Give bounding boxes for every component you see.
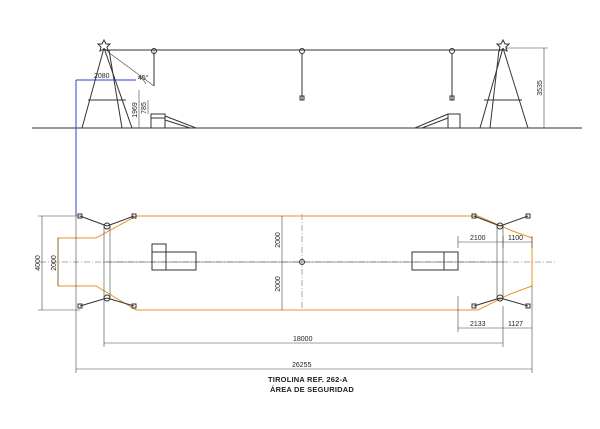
plan-right-top-a: 2100 <box>470 235 486 242</box>
caption-subtitle: ÁREA DE SEGURIDAD <box>270 385 354 394</box>
cable-pendant-center <box>299 48 305 101</box>
center-marker <box>299 259 305 265</box>
plan-view: 4000 2000 2000 2000 2100 1100 2133 1127 … <box>35 213 556 373</box>
launch-platform <box>150 113 197 129</box>
plan-half-lower: 2000 <box>275 276 282 292</box>
right-star-cap <box>495 38 511 52</box>
plan-width-total: 4000 <box>35 255 42 271</box>
right-frame-feet <box>471 213 531 309</box>
cable-pendant-right <box>449 48 455 101</box>
plan-right-top-b: 1100 <box>508 235 523 242</box>
plan-overall-length: 26255 <box>292 362 312 369</box>
safety-area-outline <box>57 215 533 311</box>
elev-angle-label: 45° <box>138 74 149 82</box>
elevation-view: 2080 45° 1969 785 3535 <box>32 38 582 129</box>
elev-total-height: 3535 <box>537 80 544 96</box>
landing-ramp <box>414 113 461 129</box>
left-star-cap <box>96 38 112 52</box>
plan-launch-platform <box>151 243 197 271</box>
plan-right-bottom-a: 2133 <box>470 321 486 328</box>
left-a-frame <box>81 38 133 129</box>
cable-pendant-left <box>151 48 157 86</box>
elev-blue-dim: 2080 <box>94 73 110 80</box>
plan-half-upper: 2000 <box>275 232 282 248</box>
plan-cable-length: 18000 <box>293 336 313 343</box>
caption-title: TIROLINA REF. 262-A <box>268 375 348 384</box>
elev-height-1: 1969 <box>132 102 139 118</box>
elev-height-2: 785 <box>141 102 148 114</box>
plan-landing-platform <box>411 251 459 271</box>
left-frame-feet <box>77 213 137 309</box>
plan-width-inner: 2000 <box>51 255 58 271</box>
plan-right-bottom-b: 1127 <box>508 321 523 328</box>
right-a-frame <box>479 38 529 129</box>
